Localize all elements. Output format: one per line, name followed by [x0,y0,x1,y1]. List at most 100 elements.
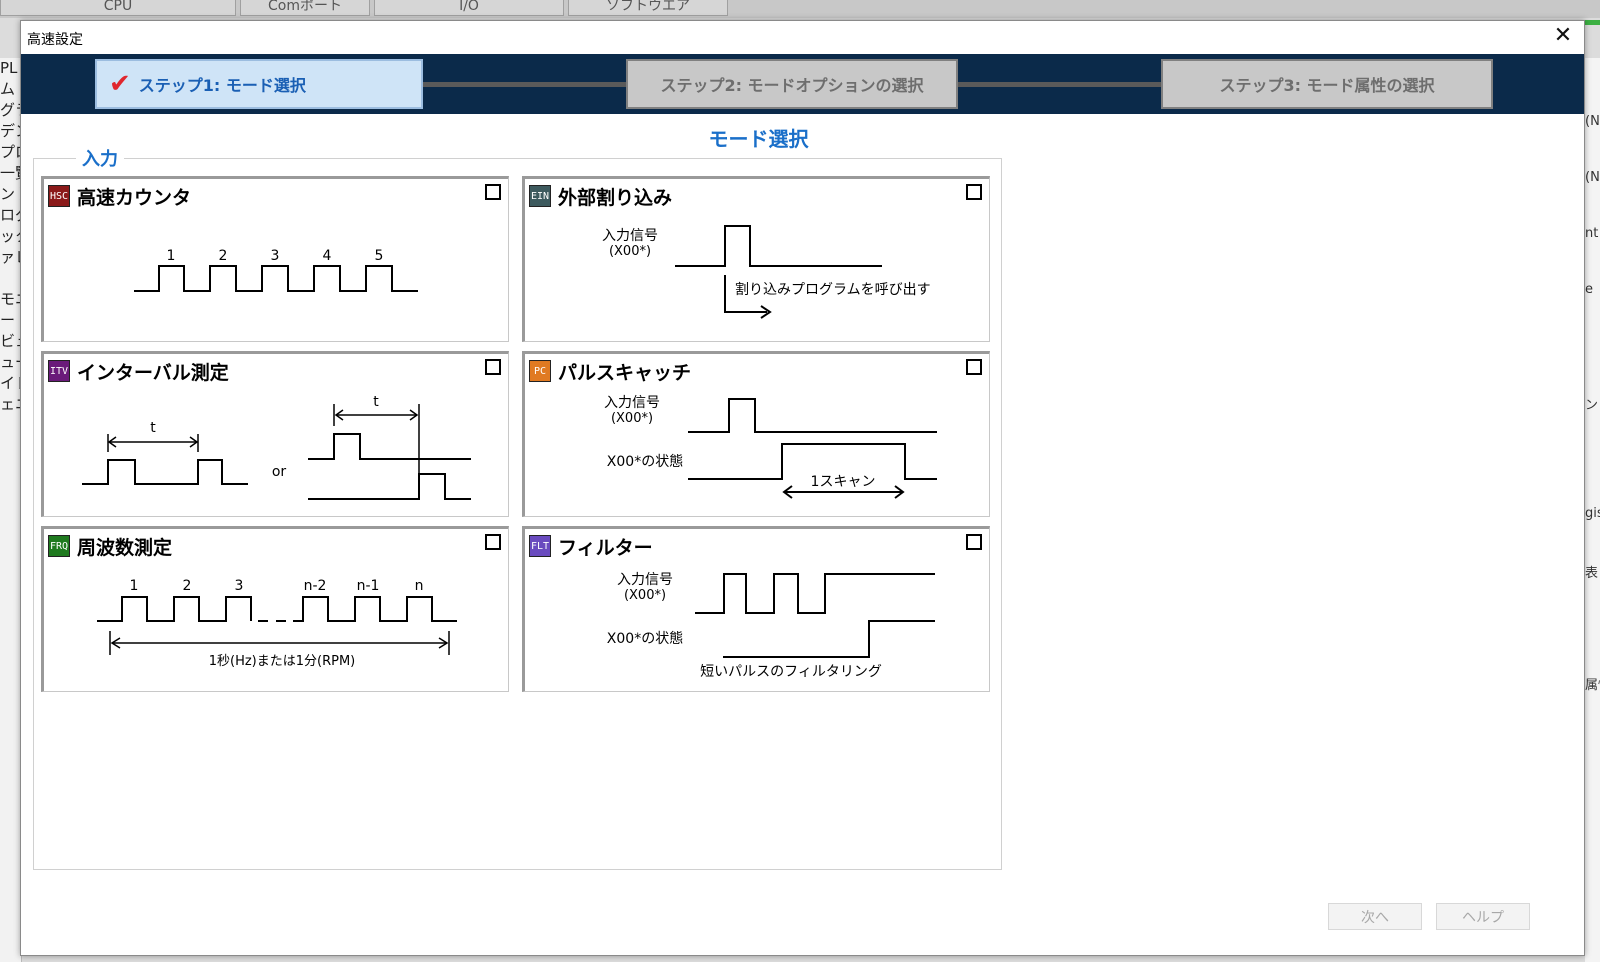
hsc-pulse-label: 4 [323,248,332,264]
flt-signal-sub: (X00*) [624,588,666,603]
background-left-item: ェニ [0,395,21,413]
background-tab-software[interactable]: ソフトウエア [568,0,728,16]
background-right-item: 表 [1585,566,1599,581]
mode-card-frequency-measurement[interactable]: 1 2 3 n-2 n-1 n 1秒(Hz)または1分(RPM) FRQ 周波数… [41,526,509,692]
card-title: インターバル測定 [77,362,229,384]
itv-checkbox[interactable] [485,359,501,375]
itv-or-label: or [272,464,287,480]
frq-pulse-label: n-1 [357,578,380,594]
frq-icon: FRQ [48,535,71,557]
step-1-mode-select[interactable]: ✔ ステップ1: モード選択 [95,59,423,109]
high-speed-settings-dialog: 高速設定 ✕ ✔ ステップ1: モード選択 ステップ2: モードオプションの選択… [20,20,1585,956]
help-button[interactable]: ヘルプ [1436,903,1530,930]
background-left-item: デン [0,122,21,140]
card-title: 周波数測定 [77,537,173,559]
background-left-item: ビュ [0,332,21,350]
background-left-item: ー [0,311,16,329]
pc-icon: PC [529,360,551,382]
itv-icon: ITV [48,360,71,382]
hsc-pulse-label: 5 [375,248,384,264]
background-right-item: 属性 [1585,678,1600,693]
frq-pulse-label: n [415,578,424,594]
step-2-mode-options[interactable]: ステップ2: モードオプションの選択 [626,59,958,109]
frq-pulse-label: 3 [235,578,244,594]
mode-card-pulse-catch[interactable]: 入力信号 (X00*) X00*の状態 1スキャン PC パルスキャッチ [522,351,990,517]
checkmark-icon: ✔ [109,69,131,99]
dialog-titlebar: 高速設定 ✕ [21,21,1584,53]
background-left-item: ログ [0,206,21,224]
next-button[interactable]: 次へ [1328,903,1422,930]
ein-pulse-diagram: 入力信号 (X00*) 割り込みプログラムを呼び出す [602,225,931,319]
background-right-item: e [1585,282,1593,297]
mode-card-filter[interactable]: 入力信号 (X00*) X00*の状態 短いパルスのフィルタリング FLT フィ… [522,526,990,692]
frq-checkbox[interactable] [485,534,501,550]
flt-checkbox[interactable] [966,534,982,550]
background-tab-cpu[interactable]: CPU [0,0,236,16]
hsc-pulse-diagram: 1 2 3 4 5 [134,248,418,292]
pc-signal-sub: (X00*) [611,411,653,426]
background-left-item: プロ [0,143,21,161]
frq-pulse-diagram: 1 2 3 n-2 n-1 n 1秒(Hz)または1分(RPM) [97,578,457,669]
background-left-item: イド [0,374,21,392]
ein-action-label: 割り込みプログラムを呼び出す [735,281,931,298]
frq-span-label: 1秒(Hz)または1分(RPM) [209,654,356,669]
background-right-item: (N [1585,114,1600,129]
background-left-item: ュー [0,353,21,371]
itv-pulse-diagram: t or t [82,394,471,500]
background-left-item: グラ [0,101,21,119]
step-connector [958,82,1161,87]
input-mode-group: 入力 [33,145,1002,870]
frq-pulse-label: 2 [183,578,192,594]
hsc-pulse-label: 2 [219,248,228,264]
background-left-item: ァレ [0,248,21,266]
background-tabbar: CPU Comポート I/O ソフトウエア [0,0,1600,18]
step-3-label: ステップ3: モード属性の選択 [1219,76,1435,95]
background-tab-io[interactable]: I/O [374,0,564,16]
step-2-label: ステップ2: モードオプションの選択 [660,76,924,95]
background-left-item: モニ [0,290,21,308]
background-left-item: ック [0,227,21,245]
step-3-mode-attributes[interactable]: ステップ3: モード属性の選択 [1161,59,1493,109]
background-left-item: 一覧 [0,164,21,182]
background-right-item: (N [1585,170,1600,185]
step-connector [423,82,626,87]
ein-signal-label: 入力信号 [602,228,658,244]
close-button[interactable]: ✕ [1553,23,1573,48]
pc-scan-label: 1スキャン [811,474,876,490]
card-title: 外部割り込み [558,187,673,209]
background-right-item: nt [1585,226,1599,241]
background-accent-bar [1576,20,1600,25]
pc-pulse-diagram: 入力信号 (X00*) X00*の状態 1スキャン [604,395,937,499]
background-left-item: ント [0,185,21,203]
card-title: パルスキャッチ [558,362,692,384]
background-left-item: ム [0,80,16,98]
hsc-pulse-label: 3 [271,248,280,264]
frq-pulse-label: 1 [130,578,139,594]
itv-t-label: t [373,394,379,410]
hsc-icon: HSC [48,185,71,207]
pc-signal-label: 入力信号 [604,395,660,411]
step-1-label: ステップ1: モード選択 [138,76,306,95]
mode-card-external-interrupt[interactable]: 入力信号 (X00*) 割り込みプログラムを呼び出す EIN 外部割り込み [522,176,990,342]
hsc-pulse-label: 1 [167,248,176,264]
frq-pulse-label: n-2 [304,578,327,594]
background-tab-comport[interactable]: Comポート [240,0,370,16]
flt-state-label: X00*の状態 [607,631,683,647]
background-left-panel: PL ムグラデンプロ一覧ントログックァレ モニービュューイドェニ [0,58,22,962]
ein-icon: EIN [529,185,552,207]
card-title: 高速カウンタ [77,187,192,209]
mode-card-interval-measurement[interactable]: t or t ITV インターバル測定 [41,351,509,517]
flt-icon: FLT [529,535,552,557]
page-title: モード選択 [708,127,809,151]
group-label: 入力 [76,145,124,171]
hsc-checkbox[interactable] [485,184,501,200]
ein-signal-sub: (X00*) [609,244,651,259]
dialog-title: 高速設定 [27,32,83,48]
flt-pulse-diagram: 入力信号 (X00*) X00*の状態 短いパルスのフィルタリング [607,572,935,680]
background-left-item: PL [0,59,18,77]
ein-checkbox[interactable] [966,184,982,200]
pc-checkbox[interactable] [966,359,982,375]
mode-card-high-speed-counter[interactable]: 1 2 3 4 5 HSC 高速カウンタ [41,176,509,342]
pc-state-label: X00*の状態 [607,454,683,470]
